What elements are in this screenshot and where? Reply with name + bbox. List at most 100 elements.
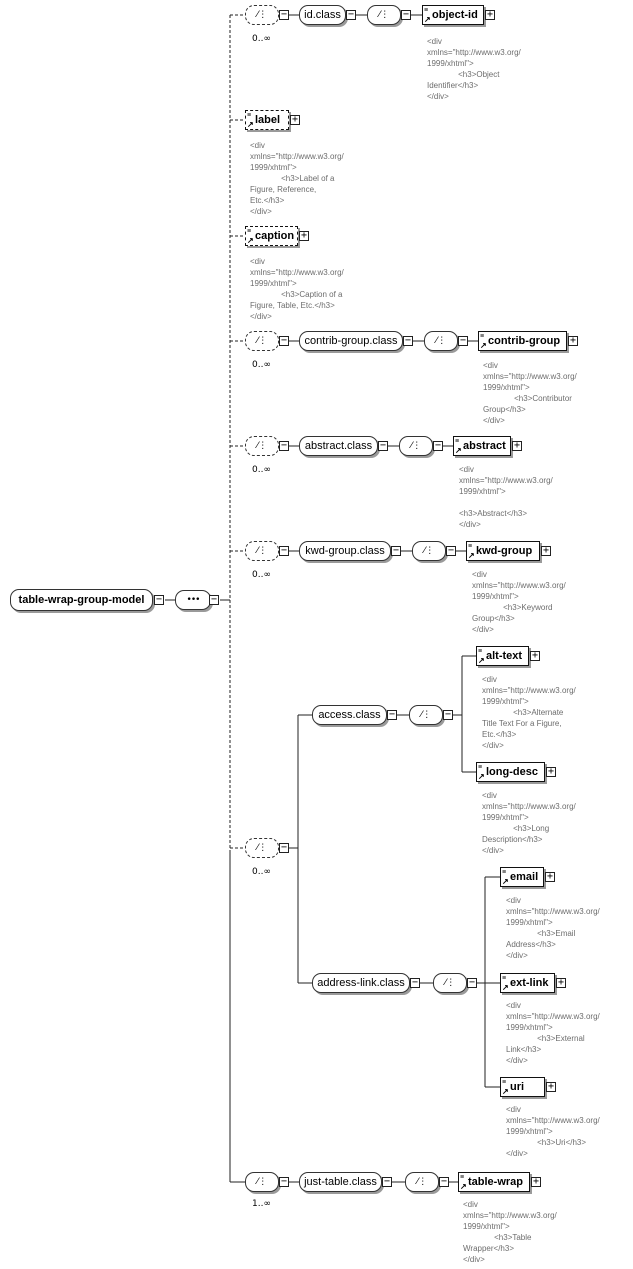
group-access-class[interactable]: access.class: [312, 705, 387, 725]
element-object-id[interactable]: ≡ object-id ↗: [422, 5, 484, 25]
documentation-icon: ≡: [502, 869, 507, 876]
root-element-table-wrap-group-model[interactable]: table-wrap-group-model: [10, 589, 153, 611]
group-collapse-toggle-address-link[interactable]: −: [410, 977, 420, 988]
group-label: address-link.class: [317, 977, 405, 989]
expand-toggle-ext-link[interactable]: +: [556, 977, 566, 988]
group-just-table-class[interactable]: just-table.class: [299, 1172, 382, 1192]
choice-compositor-access-address[interactable]: ⁄⋮: [245, 838, 279, 858]
choice-collapse-toggle-kwd-inner[interactable]: −: [446, 545, 456, 556]
documentation-icon: ≡: [478, 648, 483, 655]
reference-arrow-icon: ↗: [247, 120, 254, 129]
expand-toggle-caption[interactable]: +: [299, 230, 309, 241]
sequence-compositor[interactable]: •••: [175, 590, 211, 610]
choice-compositor-just-table-inner[interactable]: ⁄⋮: [405, 1172, 439, 1192]
choice-icon: ⁄⋮: [435, 336, 447, 346]
choice-collapse-toggle-access-inner[interactable]: −: [443, 709, 453, 720]
group-contrib-group-class[interactable]: contrib-group.class: [299, 331, 403, 351]
expand-toggle-email[interactable]: +: [545, 871, 555, 882]
element-caption[interactable]: ≡ caption ↗: [245, 226, 298, 246]
expand-toggle-long-desc[interactable]: +: [546, 766, 556, 777]
group-address-link-class[interactable]: address-link.class: [312, 973, 410, 993]
annotation-abstract: <div xmlns="http://www.w3.org/ 1999/xhtm…: [459, 465, 553, 529]
choice-collapse-toggle-access-address[interactable]: −: [279, 842, 289, 853]
annotation-label: <div xmlns="http://www.w3.org/ 1999/xhtm…: [250, 141, 344, 216]
element-label: contrib-group: [488, 335, 561, 347]
choice-collapse-toggle-id[interactable]: −: [279, 9, 289, 20]
element-table-wrap[interactable]: ≡ table-wrap ↗: [458, 1172, 530, 1192]
choice-collapse-toggle-contrib-inner[interactable]: −: [458, 335, 468, 346]
sequence-icon: •••: [186, 595, 201, 605]
element-kwd-group[interactable]: ≡ kwd-group ↗: [466, 541, 540, 561]
group-collapse-toggle-abstract[interactable]: −: [378, 440, 388, 451]
element-label: caption: [255, 230, 295, 242]
choice-collapse-toggle-contrib[interactable]: −: [279, 335, 289, 346]
element-uri[interactable]: ≡ uri ↗: [500, 1077, 545, 1097]
root-collapse-toggle[interactable]: −: [154, 594, 164, 605]
expand-toggle-uri[interactable]: +: [546, 1081, 556, 1092]
element-label: alt-text: [486, 650, 523, 662]
group-collapse-toggle-kwd[interactable]: −: [391, 545, 401, 556]
choice-icon: ⁄⋮: [444, 978, 456, 988]
group-collapse-toggle-contrib[interactable]: −: [403, 335, 413, 346]
element-label: email: [510, 871, 539, 883]
choice-compositor-id[interactable]: ⁄⋮: [245, 5, 279, 25]
reference-arrow-icon: ↗: [424, 15, 431, 24]
group-collapse-toggle-access[interactable]: −: [387, 709, 397, 720]
reference-arrow-icon: ↗: [455, 446, 462, 455]
element-label: ext-link: [510, 977, 549, 989]
group-id-class[interactable]: id.class: [299, 5, 346, 25]
expand-toggle-alt-text[interactable]: +: [530, 650, 540, 661]
element-label: label: [255, 114, 281, 126]
element-label: kwd-group: [476, 545, 533, 557]
group-collapse-toggle-just-table[interactable]: −: [382, 1176, 392, 1187]
element-long-desc[interactable]: ≡ long-desc ↗: [476, 762, 545, 782]
expand-toggle-object-id[interactable]: +: [485, 9, 495, 20]
element-ext-link[interactable]: ≡ ext-link ↗: [500, 973, 555, 993]
choice-collapse-toggle-id-inner[interactable]: −: [401, 9, 411, 20]
element-label-optional[interactable]: ≡ label ↗: [245, 110, 289, 130]
choice-compositor-abstract[interactable]: ⁄⋮: [245, 436, 279, 456]
documentation-icon: ≡: [424, 7, 429, 14]
choice-collapse-toggle-address-inner[interactable]: −: [467, 977, 477, 988]
choice-compositor-kwd[interactable]: ⁄⋮: [245, 541, 279, 561]
choice-compositor-id-inner[interactable]: ⁄⋮: [367, 5, 401, 25]
expand-toggle-label[interactable]: +: [290, 114, 300, 125]
expand-toggle-kwd-group[interactable]: +: [541, 545, 551, 556]
expand-toggle-abstract[interactable]: +: [512, 440, 522, 451]
choice-collapse-toggle-kwd[interactable]: −: [279, 545, 289, 556]
group-label: just-table.class: [304, 1176, 377, 1188]
group-label: id.class: [304, 9, 341, 21]
reference-arrow-icon: ↗: [478, 772, 485, 781]
choice-compositor-contrib-inner[interactable]: ⁄⋮: [424, 331, 458, 351]
group-abstract-class[interactable]: abstract.class: [299, 436, 378, 456]
element-alt-text[interactable]: ≡ alt-text ↗: [476, 646, 529, 666]
choice-compositor-kwd-inner[interactable]: ⁄⋮: [412, 541, 446, 561]
element-email[interactable]: ≡ email ↗: [500, 867, 544, 887]
group-kwd-group-class[interactable]: kwd-group.class: [299, 541, 391, 561]
element-label: abstract: [463, 440, 506, 452]
element-contrib-group[interactable]: ≡ contrib-group ↗: [478, 331, 567, 351]
element-label: uri: [510, 1081, 525, 1093]
choice-compositor-contrib[interactable]: ⁄⋮: [245, 331, 279, 351]
choice-compositor-abstract-inner[interactable]: ⁄⋮: [399, 436, 433, 456]
choice-collapse-toggle-just-table[interactable]: −: [279, 1176, 289, 1187]
group-label: abstract.class: [304, 440, 373, 452]
expand-toggle-contrib-group[interactable]: +: [568, 335, 578, 346]
choice-collapse-toggle-abstract[interactable]: −: [279, 440, 289, 451]
group-collapse-toggle-id[interactable]: −: [346, 9, 356, 20]
occurrence-label: 0..∞: [252, 570, 271, 580]
element-label: table-wrap: [468, 1176, 524, 1188]
occurrence-label: 0..∞: [252, 34, 271, 44]
expand-toggle-table-wrap[interactable]: +: [531, 1176, 541, 1187]
occurrence-label: 0..∞: [252, 360, 271, 370]
occurrence-label: 1..∞: [252, 1199, 271, 1209]
sequence-collapse-toggle[interactable]: −: [209, 594, 219, 605]
choice-compositor-just-table[interactable]: ⁄⋮: [245, 1172, 279, 1192]
choice-collapse-toggle-abstract-inner[interactable]: −: [433, 440, 443, 451]
choice-compositor-address-inner[interactable]: ⁄⋮: [433, 973, 467, 993]
choice-collapse-toggle-just-table-inner[interactable]: −: [439, 1176, 449, 1187]
reference-arrow-icon: ↗: [480, 341, 487, 350]
element-abstract[interactable]: ≡ abstract ↗: [453, 436, 511, 456]
choice-compositor-access-inner[interactable]: ⁄⋮: [409, 705, 443, 725]
